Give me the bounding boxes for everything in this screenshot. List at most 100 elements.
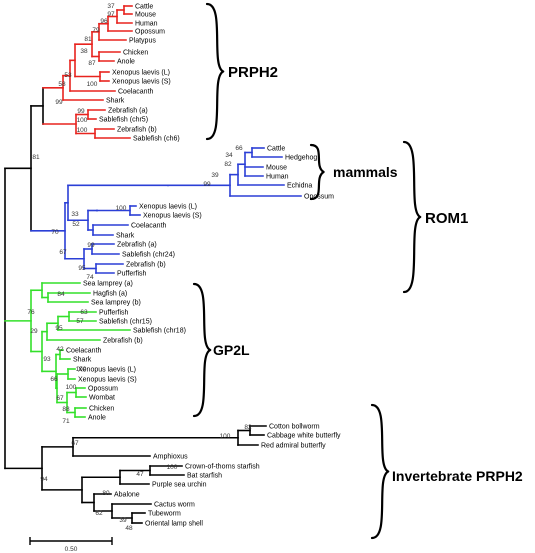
bootstrap-values: 3797967981388710053589999100100816634823… [27, 3, 252, 532]
leaf-label: Anole [88, 415, 106, 422]
bootstrap-value: 71 [62, 418, 70, 425]
leaf-label: Zebrafish (b) [126, 262, 166, 269]
bootstrap-value: 100 [116, 205, 127, 212]
rom1-brace [402, 140, 422, 294]
leaf-label: Tubeworm [148, 511, 181, 518]
bootstrap-value: 82 [224, 161, 232, 168]
clade-label-invertebrate: Invertebrate PRPH2 [392, 468, 523, 484]
leaf-label: Mouse [266, 165, 287, 172]
bootstrap-value: 81 [84, 36, 92, 43]
leaf-label: Zebrafish (b) [103, 338, 143, 345]
leaf-label: Platypus [129, 38, 156, 45]
leaf-label: Amphioxus [153, 454, 188, 461]
bootstrap-value: 100 [167, 464, 178, 471]
bootstrap-value: 29 [30, 328, 38, 335]
mammals-brace [309, 143, 325, 201]
bootstrap-value: 80 [102, 490, 110, 497]
leaf-label: Bat starfish [187, 473, 222, 480]
leaf-label: Human [135, 21, 158, 28]
invertebrate-brace [370, 403, 390, 540]
leaf-label: Coelacanth [66, 348, 102, 355]
leaf-label: Pufferfish [117, 271, 147, 278]
bootstrap-value: 67 [59, 249, 67, 256]
bootstrap-value: 100 [76, 366, 87, 373]
leaf-label: Cotton bollworm [269, 424, 320, 431]
bootstrap-value: 57 [76, 318, 84, 325]
bootstrap-value: 96 [100, 18, 108, 25]
prph2-brace [205, 2, 225, 141]
bootstrap-value: 52 [72, 221, 80, 228]
leaf-label: Echidna [287, 183, 312, 190]
bootstrap-value: 67 [71, 440, 79, 447]
bootstrap-value: 76 [27, 309, 35, 316]
bootstrap-value: 100 [220, 433, 231, 440]
bootstrap-value: 58 [58, 81, 66, 88]
bootstrap-value: 100 [77, 127, 88, 134]
leaf-label: Pufferfish [99, 310, 129, 317]
leaf-label: Abalone [114, 492, 140, 499]
leaf-label: Shark [116, 233, 135, 240]
leaf-label: Zebrafish (a) [117, 242, 157, 249]
leaf-label: Shark [73, 357, 92, 364]
bootstrap-value: 38 [80, 48, 88, 55]
leaf-label: Wombat [89, 395, 115, 402]
leaf-label: Coelacanth [118, 89, 154, 96]
leaf-label: Coelacanth [131, 223, 167, 230]
leaf-label: Purple sea urchin [152, 482, 207, 489]
bootstrap-value: 99 [77, 108, 85, 115]
bootstrap-value: 66 [50, 376, 58, 383]
leaf-label: Xenopus laevis (L) [112, 70, 170, 77]
leaf-label: Sea lamprey (b) [91, 300, 141, 307]
bootstrap-value: 63 [80, 309, 88, 316]
leaf-label: Zebrafish (b) [117, 127, 157, 134]
gp2l-brace [192, 282, 212, 418]
clade-label-gp2l: GP2L [213, 342, 250, 358]
leaf-label: Sablefish (chr24) [122, 252, 175, 259]
tree-branches [4, 5, 302, 524]
bootstrap-value: 81 [32, 154, 40, 161]
clade-label-prph2: PRPH2 [228, 64, 278, 81]
leaf-label: Xenopus laevis (L) [139, 204, 197, 211]
bootstrap-value: 99 [55, 99, 63, 106]
leaf-label: Chicken [89, 406, 114, 413]
leaf-label: Xenopus laevis (S) [112, 79, 171, 86]
bootstrap-value: 39 [211, 172, 219, 179]
bootstrap-value: 100 [66, 384, 77, 391]
bootstrap-value: 82 [244, 424, 252, 431]
clade-label-rom1: ROM1 [425, 210, 468, 227]
leaf-label: Crown-of-thorns starfish [185, 464, 260, 471]
leaf-label: Xenopus laevis (S) [143, 213, 202, 220]
leaf-label: Oriental lamp shell [145, 521, 203, 528]
leaf-label: Shark [106, 98, 125, 105]
leaf-label: Cattle [135, 4, 153, 11]
bootstrap-value: 99 [203, 181, 211, 188]
bootstrap-value: 70 [51, 229, 59, 236]
leaf-label: Anole [117, 59, 135, 66]
bootstrap-value: 99 [87, 242, 95, 249]
bootstrap-value: 74 [86, 274, 94, 281]
bootstrap-value: 67 [56, 395, 64, 402]
clade-label-mammals: mammals [333, 164, 398, 180]
clade-braces [192, 2, 422, 540]
leaf-label: Sablefish (chr15) [99, 319, 152, 326]
bootstrap-value: 33 [71, 211, 79, 218]
leaf-label: Cattle [267, 146, 285, 153]
bootstrap-value: 39 [119, 517, 127, 524]
bootstrap-value: 95 [55, 325, 63, 332]
bootstrap-value: 95 [78, 265, 86, 272]
bootstrap-value: 53 [64, 72, 72, 79]
leaf-label: Chicken [123, 50, 148, 57]
bootstrap-value: 100 [77, 117, 88, 124]
bootstrap-value: 97 [107, 11, 115, 18]
leaf-label: Red admiral butterfly [261, 443, 326, 450]
bootstrap-value: 48 [125, 525, 133, 532]
leaf-label: Xenopus laevis (S) [78, 377, 137, 384]
bootstrap-value: 93 [43, 356, 51, 363]
scale-bar-label: 0.50 [65, 546, 78, 553]
leaf-label: Hedgehog [285, 155, 317, 162]
bootstrap-value: 62 [95, 510, 103, 517]
tree-leaf-labels: CattleMouseHumanOpossumPlatypusChickenAn… [66, 4, 341, 528]
leaf-label: Xenopus laevis (L) [78, 367, 136, 374]
